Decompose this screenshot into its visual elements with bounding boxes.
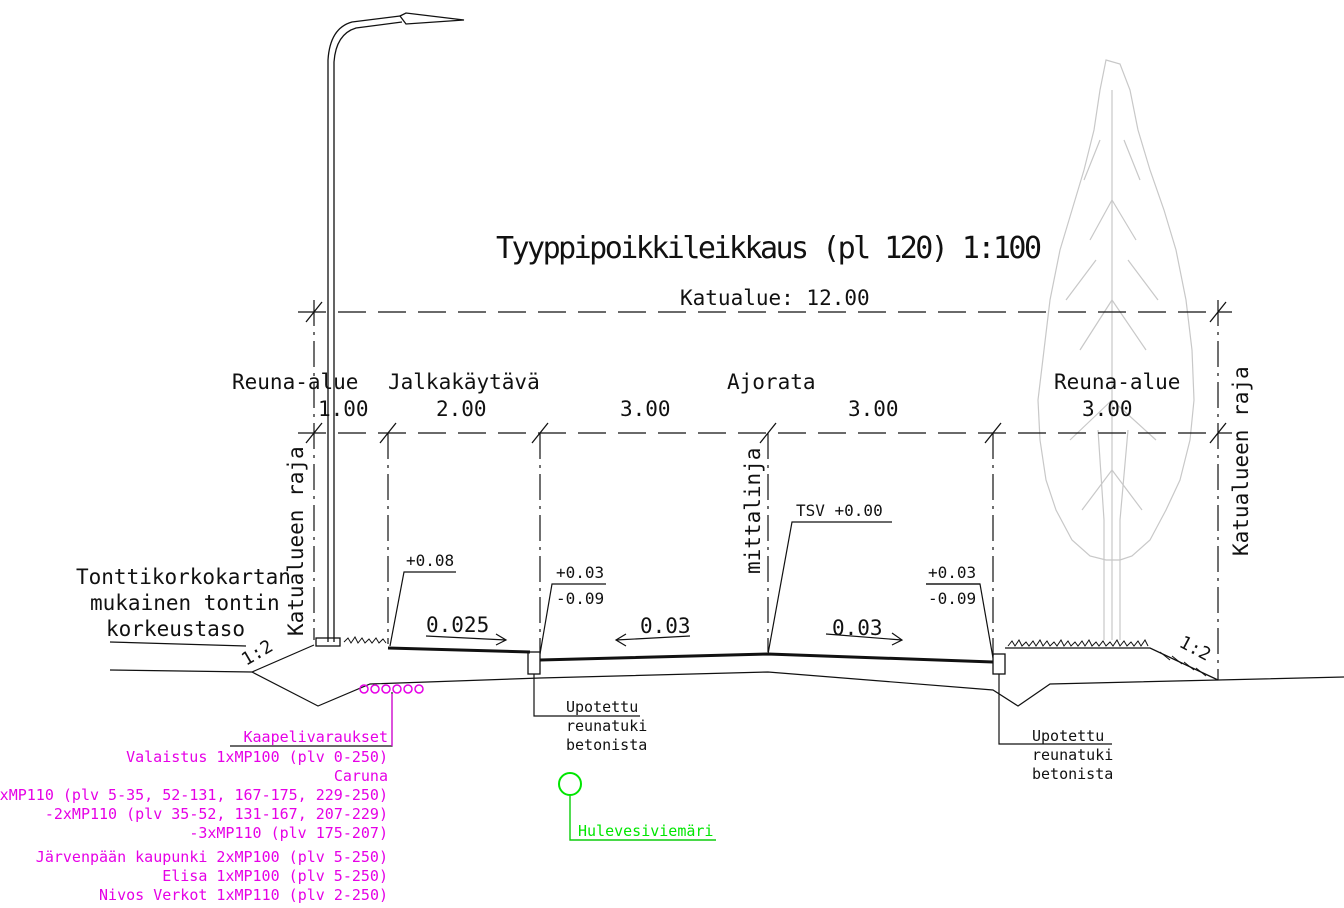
plot-level-line-1: Tonttikorkokartan (76, 565, 291, 589)
cable-reservation-list: Kaapelivaraukset Valaistus 1xMP100 (plv … (0, 728, 388, 904)
slope-right-lane: 0.03 (832, 616, 883, 640)
slope-right-bank: 1:2 (1176, 632, 1215, 666)
level-curb-left-top: +0.03 (556, 563, 604, 582)
boundary-label-left: Katualueen raja (284, 446, 308, 636)
cross-section-profile (109, 636, 1344, 707)
plot-level-line-3: korkeustaso (106, 617, 245, 641)
plot-level-line-2: mukainen tontin (90, 591, 280, 615)
vertical-reference-lines (313, 300, 1219, 680)
centerline-label: mittalinja (741, 448, 765, 574)
cable-line: 1xMP110 (plv 5-35, 52-131, 167-175, 229-… (0, 786, 388, 804)
curb-note-left-3: betonista (566, 736, 647, 754)
section-name-reuna-left: Reuna-alue (232, 370, 358, 394)
level-tsv: TSV +0.00 (796, 501, 883, 520)
boundary-label-right: Katualueen raja (1229, 366, 1253, 556)
section-width-walkway: 2.00 (436, 397, 487, 421)
section-width-reuna-left: 1.00 (318, 397, 369, 421)
cable-line: -2xMP110 (plv 35-52, 131-167, 207-229) (45, 805, 388, 823)
cable-line: Järvenpään kaupunki 2xMP100 (plv 5-250) (36, 848, 388, 866)
slope-left-bank: 1:2 (238, 636, 277, 670)
cable-line: Elisa 1xMP100 (plv 5-250) (162, 867, 388, 885)
cable-line: -3xMP110 (plv 175-207) (189, 824, 388, 842)
section-name-roadway: Ajorata (727, 370, 816, 394)
curb-note-right-2: reunatuki (1032, 746, 1113, 764)
cable-line: Nivos Verkot 1xMP110 (plv 2-250) (99, 886, 388, 904)
storm-sewer-label: Hulevesiviemäri (578, 822, 713, 840)
storm-sewer-symbol (558, 772, 716, 841)
street-lamp (315, 12, 465, 647)
section-width-right-lane: 3.00 (848, 397, 899, 421)
curb-note-right-1: Upotettu (1032, 727, 1104, 745)
slope-walkway: 0.025 (426, 613, 489, 637)
total-width-label: Katualue: 12.00 (680, 286, 870, 310)
slope-left-lane: 0.03 (640, 614, 691, 638)
level-walk-edge: +0.08 (406, 551, 454, 570)
cable-reservation-circles (359, 684, 424, 694)
cable-line: Valaistus 1xMP100 (plv 0-250) (126, 748, 388, 766)
section-width-reuna-right: 3.00 (1082, 397, 1133, 421)
level-curb-right-bottom: -0.09 (928, 589, 976, 608)
curb-note-left-2: reunatuki (566, 717, 647, 735)
section-name-reuna-right: Reuna-alue (1054, 370, 1180, 394)
curb-note-left-1: Upotettu (566, 698, 638, 716)
cable-heading: Kaapelivaraukset (244, 728, 389, 746)
drawing-title: Tyyppipoikkileikkaus (pl 120) 1:100 (496, 231, 1042, 266)
cable-line: Caruna (334, 767, 388, 785)
section-name-walkway: Jalkakäytävä (388, 370, 540, 394)
level-curb-right-top: +0.03 (928, 563, 976, 582)
curb-note-right-3: betonista (1032, 765, 1113, 783)
leaders-and-arrows (109, 521, 1112, 841)
tree (1037, 59, 1195, 640)
level-curb-left-bottom: -0.09 (556, 589, 604, 608)
section-width-left-lane: 3.00 (620, 397, 671, 421)
